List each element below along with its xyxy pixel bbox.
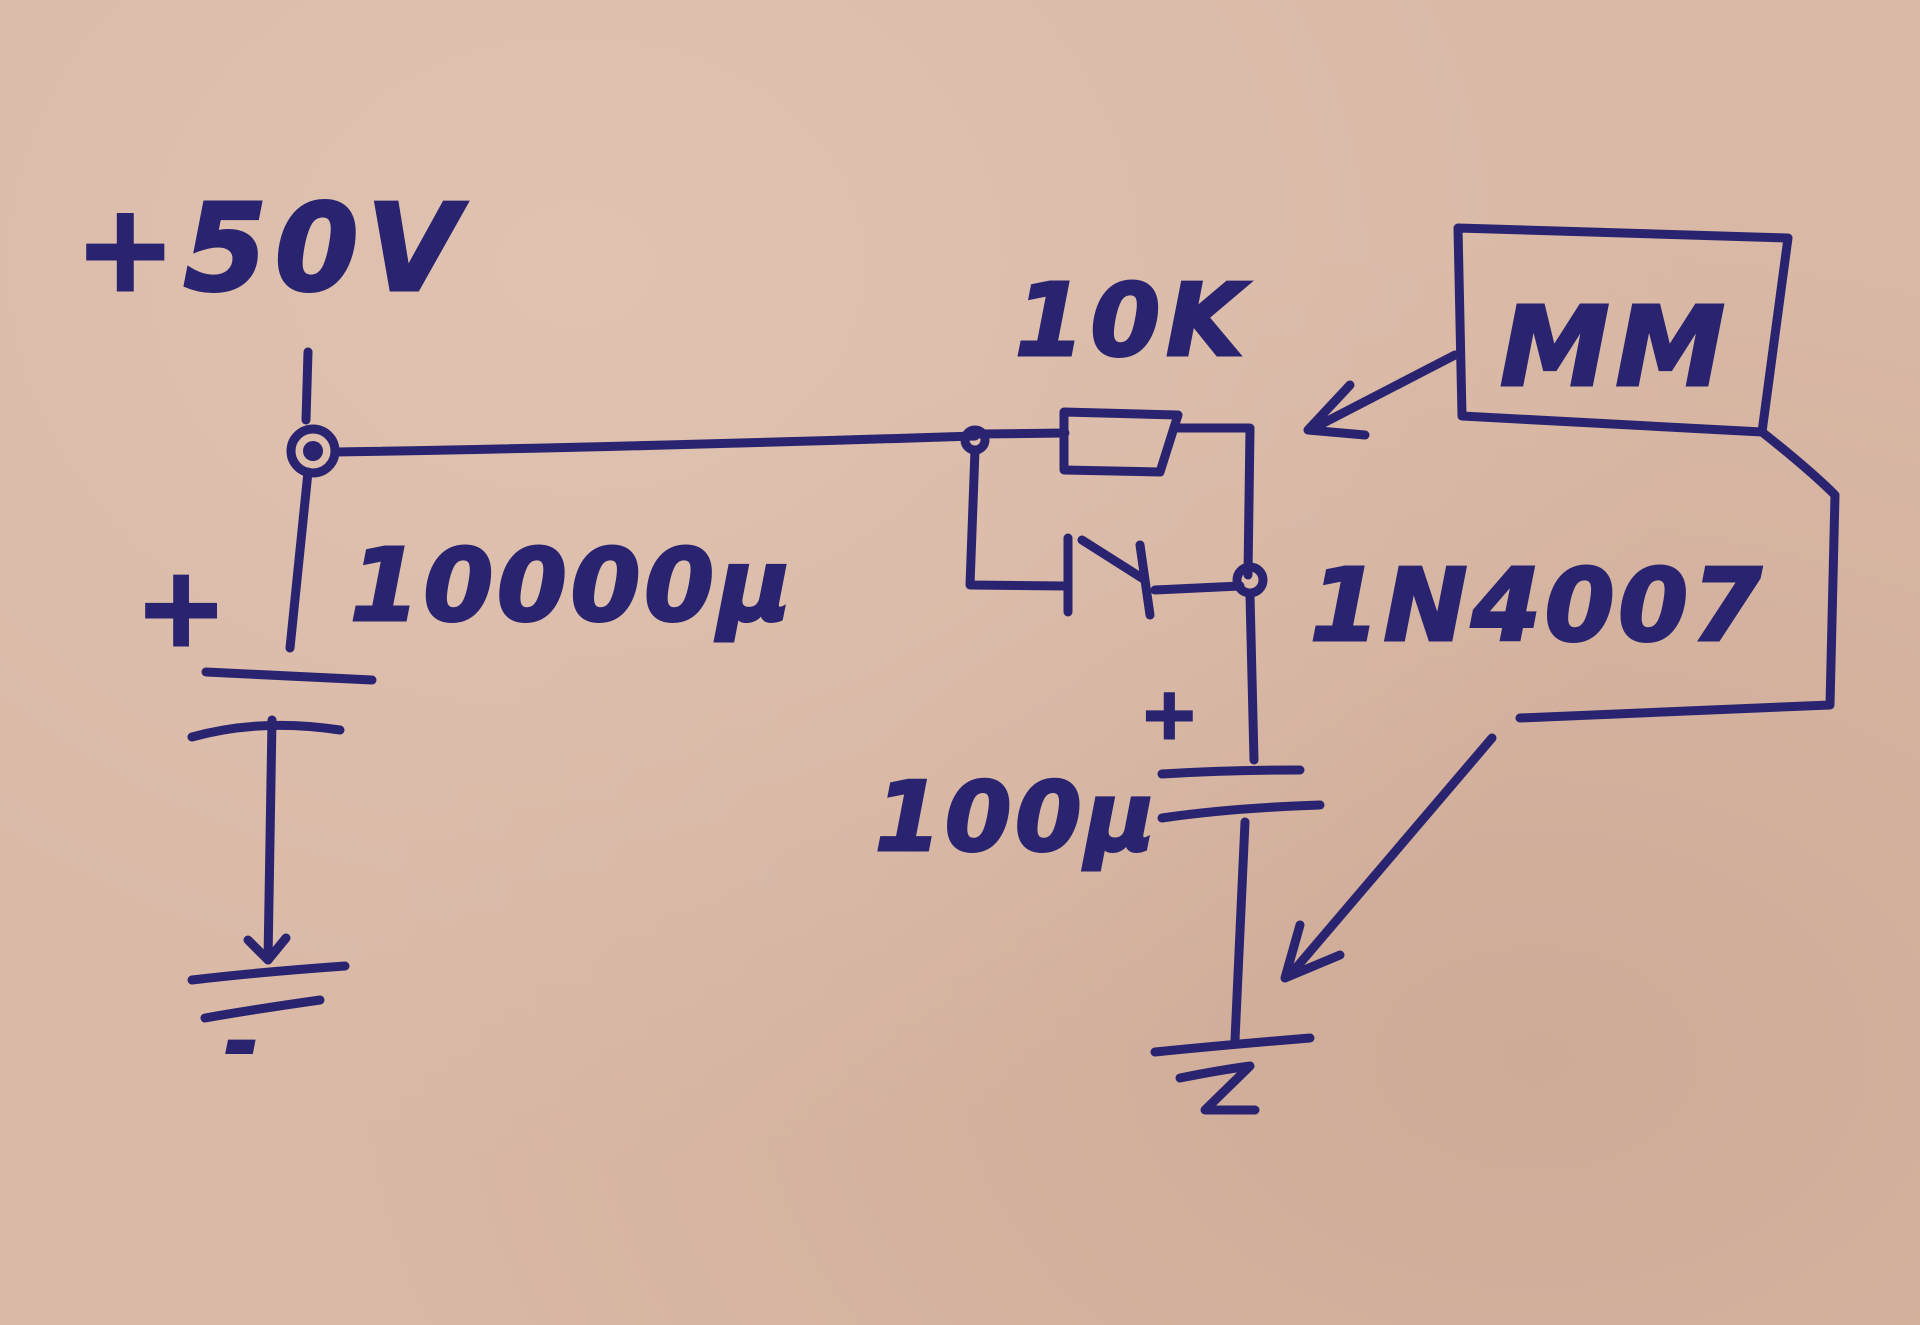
small-cap-plate-top <box>1157 765 1305 779</box>
supply-voltage-label: +50V <box>75 180 468 319</box>
multimeter <box>1280 223 1840 983</box>
big-capacitor-value-label: 10000µ <box>350 527 795 644</box>
probe-arrow-bottom-head <box>1280 920 1345 983</box>
ground-minus-label: - <box>225 996 258 1089</box>
small-capacitor-polarity-label: + <box>1140 673 1199 755</box>
resistor-body <box>1059 407 1183 477</box>
resistor-10k <box>975 407 1255 580</box>
ground-left <box>187 961 350 1023</box>
small-capacitor-value-label: 100µ <box>875 763 1159 873</box>
probe-arrow-top-shaft <box>1305 350 1460 435</box>
big-cap-plate-top <box>201 667 377 685</box>
big-capacitor-polarity-label: + <box>135 543 227 671</box>
big-cap-plate-bottom <box>187 720 345 742</box>
small-capacitor <box>1157 590 1325 1045</box>
big-capacitor <box>187 467 377 965</box>
multimeter-label: MM <box>1500 283 1731 411</box>
junction-right <box>1232 562 1268 598</box>
main-wire <box>330 431 980 457</box>
resistor-value-label: 10K <box>1015 262 1250 379</box>
diode-part-label: 1N4007 <box>1310 547 1766 664</box>
ground-right <box>1150 1033 1315 1115</box>
probe-arrow-bottom-shaft <box>1285 733 1497 980</box>
small-cap-plate-bottom <box>1157 800 1325 823</box>
supply-terminal <box>286 347 340 478</box>
probe-arrow-top-head <box>1303 380 1370 440</box>
meter-lead-right <box>1515 427 1840 723</box>
diode-triangle <box>1077 535 1155 620</box>
